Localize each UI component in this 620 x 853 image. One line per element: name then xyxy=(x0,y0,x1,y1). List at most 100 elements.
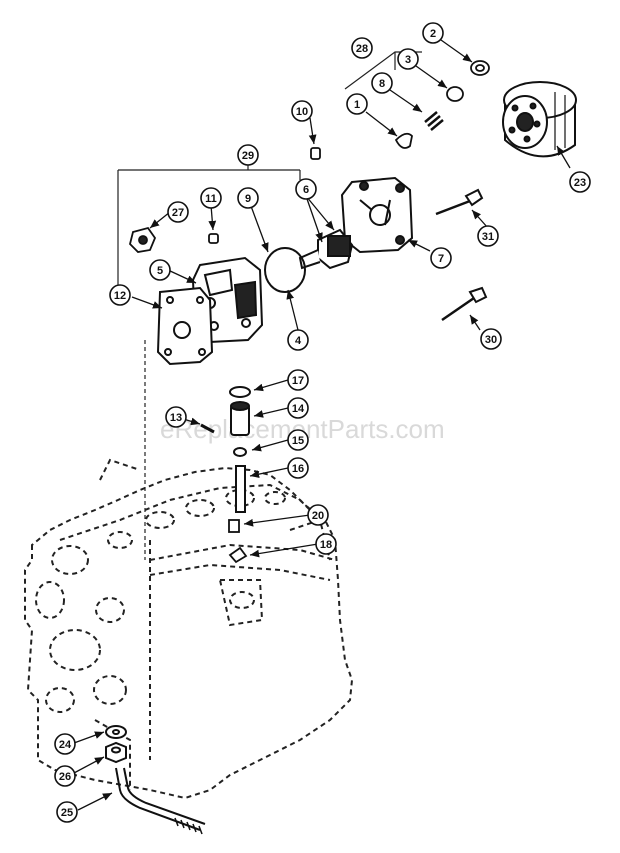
callout-label: 1 xyxy=(354,99,360,111)
stud-16-part xyxy=(235,465,246,513)
callout-circle xyxy=(351,37,373,59)
callout-30: 30 xyxy=(480,328,502,350)
pump-cover-part xyxy=(340,176,414,254)
callouts: 2823811029961127512472331301714131516201… xyxy=(54,22,591,823)
callout-24: 24 xyxy=(54,733,76,755)
callout-circle xyxy=(287,457,309,479)
callout-31: 31 xyxy=(477,225,499,247)
leader-arrows xyxy=(73,39,571,811)
callout-label: 24 xyxy=(59,739,72,751)
callout-8: 8 xyxy=(371,72,393,94)
gasket-18-part xyxy=(228,546,248,564)
callout-circle xyxy=(307,504,329,526)
callout-circle xyxy=(315,533,337,555)
callout-label: 5 xyxy=(157,265,163,277)
callout-label: 27 xyxy=(172,207,184,219)
callout-label: 15 xyxy=(292,435,304,447)
callout-28: 28 xyxy=(351,37,373,59)
callout-label: 30 xyxy=(485,334,497,346)
callout-label: 10 xyxy=(296,106,308,118)
callout-label: 18 xyxy=(320,539,332,551)
callout-circle xyxy=(54,733,76,755)
callout-7: 7 xyxy=(430,247,452,269)
callout-circle xyxy=(287,429,309,451)
callout-1: 1 xyxy=(346,93,368,115)
callout-circle xyxy=(569,171,591,193)
callout-label: 26 xyxy=(59,771,71,783)
callout-circle xyxy=(165,406,187,428)
relief-valve-parts xyxy=(394,60,490,149)
callout-label: 20 xyxy=(312,510,324,522)
callout-label: 17 xyxy=(292,375,304,387)
callout-circle xyxy=(422,22,444,44)
callout-label: 31 xyxy=(482,231,494,243)
callout-circle xyxy=(371,72,393,94)
callout-26: 26 xyxy=(54,765,76,787)
dipstick-tube-25-part xyxy=(115,767,206,835)
plug-part-11 xyxy=(208,233,219,244)
pump-rotor-part xyxy=(298,228,354,270)
callout-label: 7 xyxy=(438,253,444,265)
callout-13: 13 xyxy=(165,406,187,428)
callout-circle xyxy=(109,284,131,306)
callout-label: 11 xyxy=(205,193,217,205)
fitting-20-part xyxy=(228,519,240,533)
callout-label: 3 xyxy=(405,54,411,66)
washer-17-part xyxy=(229,386,251,398)
bolt-31-part xyxy=(435,188,484,216)
callout-14: 14 xyxy=(287,397,309,419)
pin-13-part xyxy=(200,423,215,434)
callout-circle xyxy=(56,801,78,823)
callout-label: 25 xyxy=(61,807,73,819)
callout-label: 6 xyxy=(303,184,309,196)
callout-18: 18 xyxy=(315,533,337,555)
callout-circle xyxy=(287,369,309,391)
callout-label: 13 xyxy=(170,412,182,424)
callout-circle xyxy=(237,144,259,166)
callout-circle xyxy=(397,48,419,70)
callout-circle xyxy=(291,100,313,122)
engine-block xyxy=(24,458,354,800)
callout-2: 2 xyxy=(422,22,444,44)
callout-17: 17 xyxy=(287,369,309,391)
callout-20: 20 xyxy=(307,504,329,526)
callout-circle xyxy=(295,178,317,200)
o-ring-15-part xyxy=(233,447,247,457)
o-ring-part xyxy=(264,247,306,293)
nut-26-part xyxy=(105,741,127,764)
callout-label: 12 xyxy=(114,290,126,302)
callout-label: 29 xyxy=(242,150,254,162)
callout-circle xyxy=(430,247,452,269)
callout-circle xyxy=(287,329,309,351)
callout-3: 3 xyxy=(397,48,419,70)
callout-circle xyxy=(200,187,222,209)
callout-circle xyxy=(477,225,499,247)
fitting-part-27 xyxy=(129,226,157,253)
callout-11: 11 xyxy=(200,187,222,209)
plug-part-10 xyxy=(310,147,321,160)
callout-label: 23 xyxy=(574,177,586,189)
callout-label: 2 xyxy=(430,28,436,40)
callout-circle xyxy=(167,201,189,223)
callout-16: 16 xyxy=(287,457,309,479)
callout-circle xyxy=(237,187,259,209)
callout-4: 4 xyxy=(287,329,309,351)
bolt-30-part xyxy=(441,286,488,322)
washer-24-part xyxy=(105,725,127,739)
callout-5: 5 xyxy=(149,259,171,281)
callout-circle xyxy=(287,397,309,419)
callout-15: 15 xyxy=(287,429,309,451)
callout-25: 25 xyxy=(56,801,78,823)
callout-6: 6 xyxy=(295,178,317,200)
callout-label: 8 xyxy=(379,78,385,90)
callout-circle xyxy=(149,259,171,281)
sleeve-14-part xyxy=(230,401,250,436)
callout-10: 10 xyxy=(291,100,313,122)
callout-label: 14 xyxy=(292,403,305,415)
callout-23: 23 xyxy=(569,171,591,193)
callout-12: 12 xyxy=(109,284,131,306)
callout-label: 4 xyxy=(295,335,302,347)
gasket-part xyxy=(156,286,214,366)
